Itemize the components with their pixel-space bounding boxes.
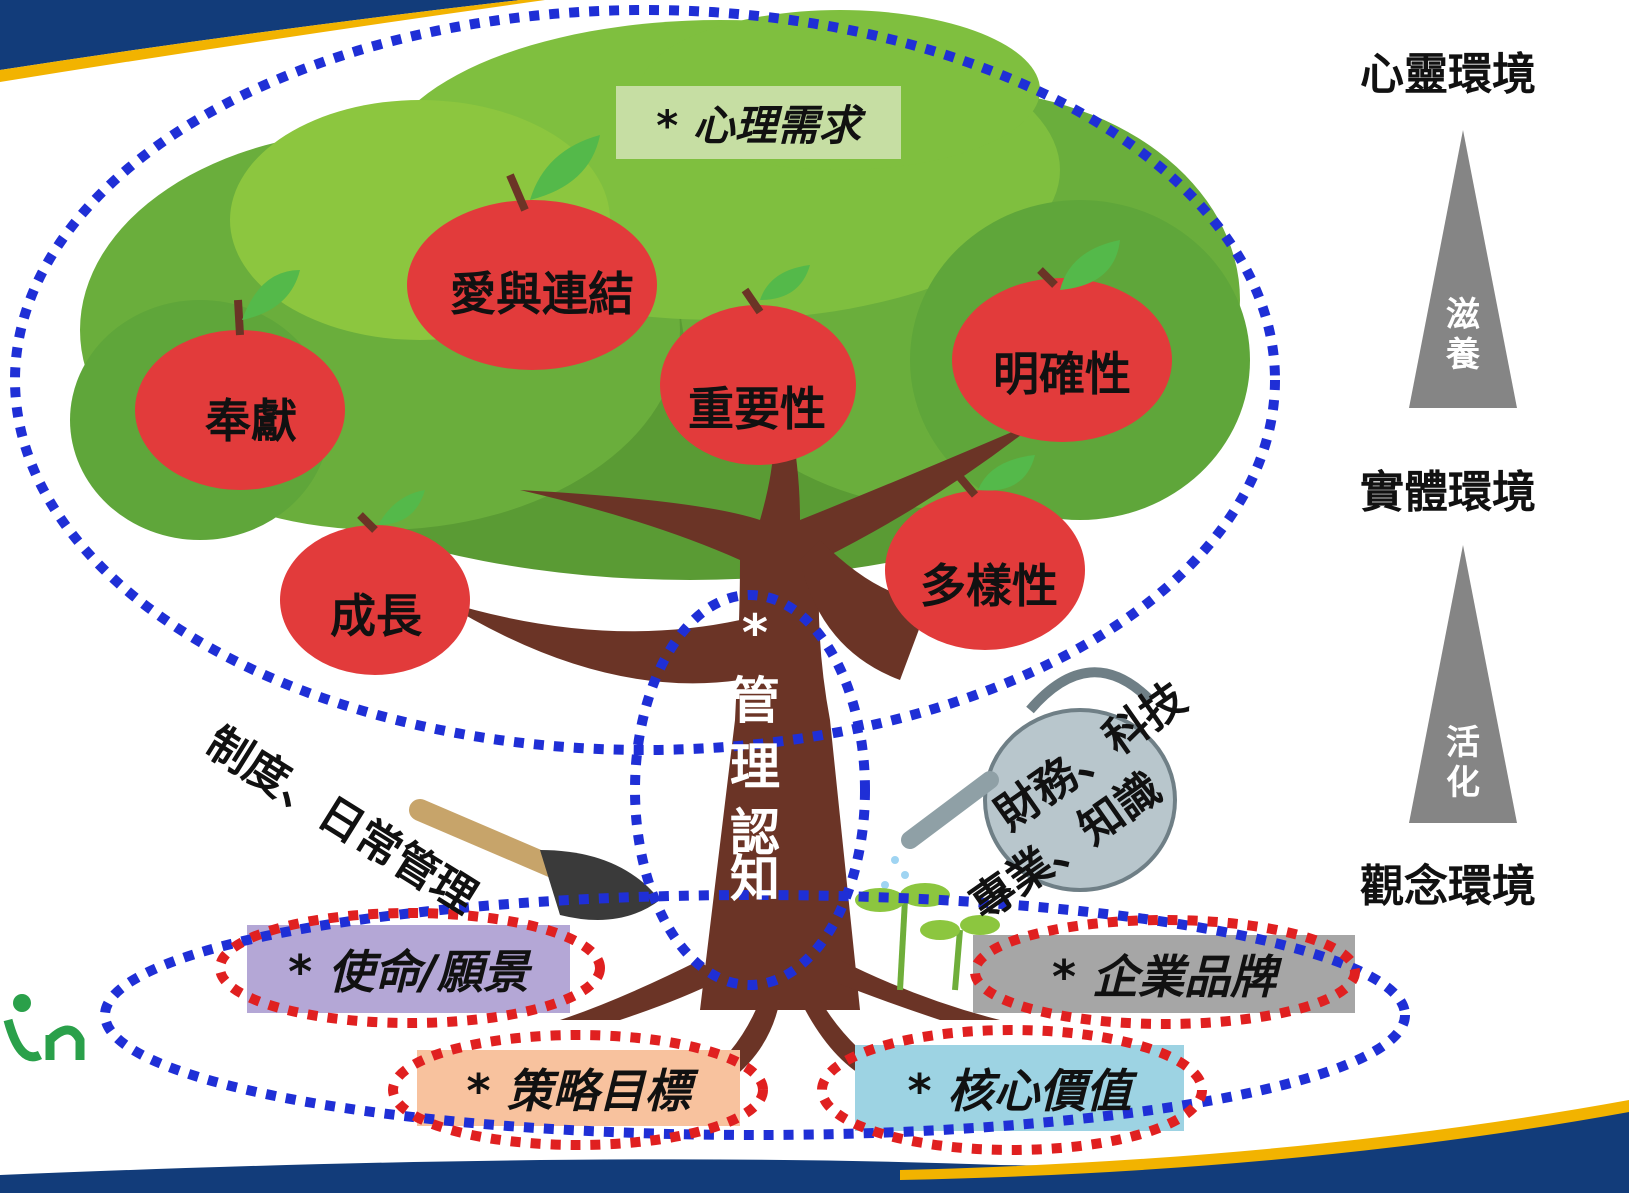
- trunk-label-char-1: 管: [730, 672, 780, 730]
- watering-can-illustration: [855, 667, 1177, 991]
- canopy-title: * 心理需求: [656, 101, 861, 150]
- header-band: [0, 0, 520, 70]
- apple-label-love: 愛與連結: [450, 267, 634, 321]
- core-value-dotted-ellipse: [817, 1025, 1207, 1155]
- nourish-char-2: 養: [1446, 335, 1480, 375]
- strategy-goal-label: * 策略目標: [466, 1064, 691, 1118]
- apple-label-clarity: 明確性: [993, 347, 1131, 401]
- trunk-label-char-2: 理: [730, 738, 780, 796]
- nourish-triangle: [1409, 130, 1517, 408]
- apples: [135, 135, 1172, 675]
- canopy-dotted-ellipse: [10, 5, 1280, 755]
- mission-dotted-ellipse: [215, 908, 605, 1028]
- footer-gold-stripe: [900, 1100, 1629, 1180]
- trunk-label-star: *: [741, 604, 769, 662]
- apple-love: [407, 135, 657, 370]
- logo-mark: [3, 994, 85, 1062]
- apple-label-growth: 成長: [330, 589, 422, 643]
- core-value-label: * 核心價值: [907, 1064, 1132, 1118]
- apple-label-variety: 多樣性: [920, 559, 1058, 613]
- canopy-title-box-bg: [616, 86, 901, 159]
- apple-devotion: [135, 270, 345, 490]
- roots-dotted-ellipse: [100, 890, 1410, 1140]
- apple-growth: [280, 490, 470, 675]
- nourish-char-1: 滋: [1446, 295, 1480, 335]
- apple-label-importance: 重要性: [688, 382, 826, 436]
- spirit-environment-label: 心靈環境: [1360, 49, 1536, 100]
- apple-importance: [660, 265, 856, 465]
- blue-dotted-outlines: [10, 5, 1410, 1140]
- footer-band: [0, 1110, 1629, 1193]
- apple-variety: [885, 455, 1085, 650]
- brand-dotted-ellipse: [970, 915, 1360, 1029]
- shovel-illustration: [409, 799, 660, 920]
- apple-clarity: [952, 240, 1172, 442]
- apple-label-devotion: 奉獻: [205, 394, 297, 448]
- red-dotted-outlines: [215, 908, 1360, 1155]
- trunk-label-char-4: 知: [730, 850, 780, 908]
- trunk-label-char-3: 認: [730, 804, 780, 862]
- activate-char-2: 化: [1446, 763, 1480, 803]
- activate-triangle: [1409, 545, 1517, 823]
- mission-vision-label: * 使命/願景: [288, 945, 529, 999]
- brand-label: * 企業品牌: [1051, 950, 1277, 1004]
- mission-box-bg: [247, 925, 570, 1013]
- trunk-dotted-ellipse: [630, 590, 870, 990]
- brand-box-bg: [973, 935, 1355, 1013]
- strategy-dotted-ellipse: [388, 1030, 768, 1150]
- activate-char-1: 活: [1446, 723, 1480, 763]
- concept-environment-label: 觀念環境: [1360, 861, 1536, 912]
- physical-environment-label: 實體環境: [1360, 467, 1536, 518]
- strategy-box-bg: [417, 1050, 740, 1126]
